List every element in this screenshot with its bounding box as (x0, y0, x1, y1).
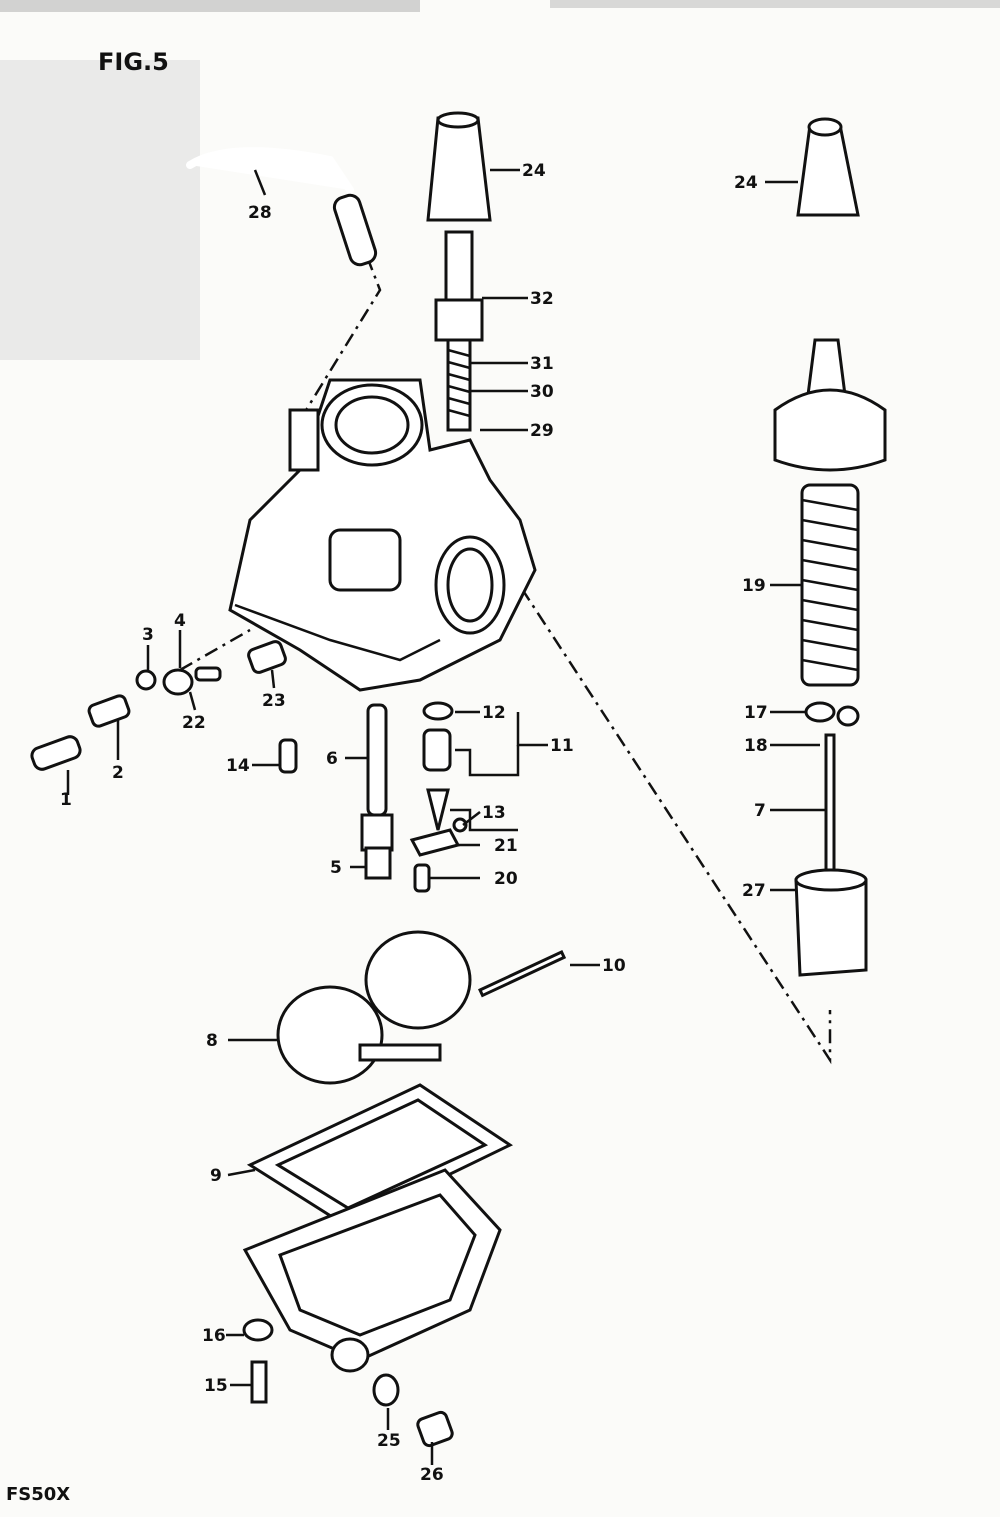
screw-spring (87, 694, 131, 728)
scan-noise (0, 0, 1000, 360)
rubber-cap-left (426, 116, 492, 222)
callout-11: 11 (550, 736, 574, 756)
slide-guide-line (488, 539, 832, 1065)
callout-2: 2 (112, 763, 124, 783)
callout-4: 4 (174, 611, 186, 631)
jet-needle (824, 733, 836, 872)
callout-19: 19 (742, 576, 766, 596)
pilot-air-screw (30, 735, 82, 771)
throttle-valve (794, 878, 868, 977)
callout-16: 16 (202, 1326, 226, 1346)
callout-20: 20 (494, 869, 518, 889)
throttle-spring (800, 483, 860, 687)
callout-18: 18 (744, 736, 768, 756)
callout-22: 22 (182, 713, 206, 733)
callout-10: 10 (602, 956, 626, 976)
hose-sleeve (332, 193, 378, 267)
main-jet (364, 846, 392, 880)
callout-31: 31 (530, 354, 554, 374)
bolt-washer (242, 1318, 274, 1342)
callout-25: 25 (377, 1431, 401, 1451)
callout-27: 27 (742, 881, 766, 901)
callout-15: 15 (204, 1376, 228, 1396)
callout-24-right: 24 (734, 173, 758, 193)
figure-title: FIG.5 (98, 48, 169, 76)
callout-14: 14 (226, 756, 250, 776)
callout-9: 9 (210, 1166, 222, 1186)
float-valve-seat (422, 728, 452, 772)
callout-21: 21 (494, 836, 518, 856)
mixing-chamber-top (773, 338, 887, 472)
callout-13: 13 (482, 803, 506, 823)
small-clip (452, 817, 468, 833)
top-cap (444, 230, 474, 304)
callout-5: 5 (330, 858, 342, 878)
float-valve-washer (422, 701, 454, 721)
callout-7: 7 (754, 801, 766, 821)
needle-jet (366, 703, 388, 817)
callout-8: 8 (206, 1031, 218, 1051)
drain-plug (416, 1410, 454, 1448)
needle-clip (836, 705, 860, 727)
idle-screw-head (162, 668, 194, 696)
model-code: FS50X (6, 1484, 70, 1505)
pilot-jet (278, 738, 298, 774)
callout-32: 32 (530, 289, 554, 309)
callout-28: 28 (248, 203, 272, 223)
carburetor-body (228, 378, 537, 692)
washer (135, 669, 157, 691)
float-pin-plate (409, 828, 461, 857)
float-assembly (276, 930, 472, 1085)
callout-30: 30 (530, 382, 554, 402)
plate-screw (413, 863, 431, 893)
callout-23: 23 (262, 691, 286, 711)
chamber-bolt (250, 1360, 268, 1404)
callout-1: 1 (60, 790, 72, 810)
throttle-stop-spring (247, 640, 287, 674)
screw-guide-line (179, 628, 251, 672)
callout-17: 17 (744, 703, 768, 723)
drain-o-ring (372, 1373, 400, 1407)
callout-24-left: 24 (522, 161, 546, 181)
needle-retainer (804, 701, 836, 723)
callout-26: 26 (420, 1465, 444, 1485)
float-needle (426, 788, 450, 831)
leader-lines (66, 168, 826, 1465)
hose-guide-line (298, 199, 382, 421)
cable-adjuster-spring (446, 338, 472, 432)
top-nut (434, 298, 484, 342)
callout-6: 6 (326, 749, 338, 769)
float-chamber (242, 1168, 502, 1373)
callout-3: 3 (142, 625, 154, 645)
callout-12: 12 (482, 703, 506, 723)
callout-29: 29 (530, 421, 554, 441)
rubber-cap-right (796, 123, 860, 217)
float-pin (478, 949, 567, 998)
